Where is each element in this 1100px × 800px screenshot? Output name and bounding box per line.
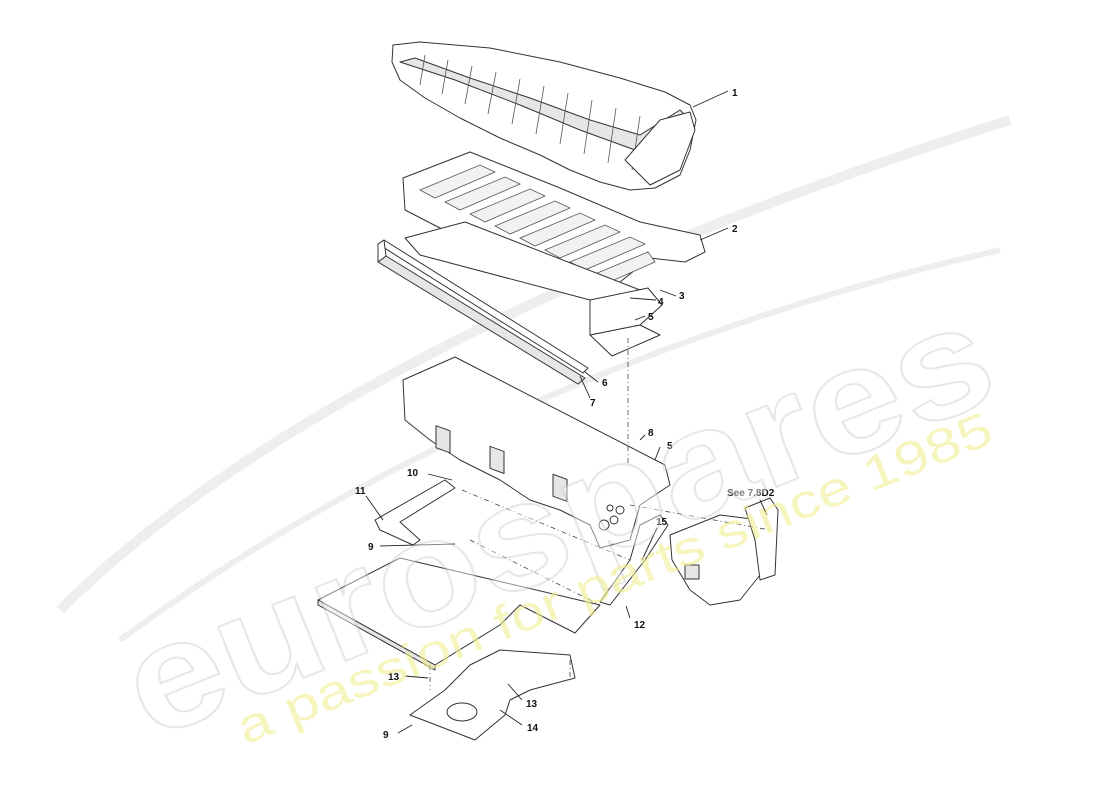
callout-4: 4 — [658, 297, 664, 308]
part-floor-panel — [317, 557, 601, 671]
callout-11: 11 — [355, 486, 366, 497]
callout-15: 15 — [656, 517, 668, 528]
callout-9-lower: 9 — [383, 730, 389, 741]
callout-14: 14 — [527, 723, 539, 734]
see-reference-label: See 7.8D2 — [727, 488, 775, 499]
part-14-lower-plate — [409, 649, 576, 741]
part-8-bulkhead-frame — [402, 356, 671, 549]
leader-lines — [365, 90, 768, 734]
alignment-lines — [429, 338, 771, 690]
callouts: 1 2 3 4 5 6 7 8 5 10 11 9 15 12 13 13 14… — [355, 88, 775, 741]
callout-1: 1 — [732, 88, 738, 99]
part-5-lower-panel — [589, 287, 663, 357]
part-2-ribbed-mat — [402, 151, 706, 299]
watermark-brand: eurospares — [99, 269, 1015, 769]
callout-5-lower: 5 — [667, 441, 673, 452]
callout-2: 2 — [732, 224, 738, 235]
callout-6: 6 — [602, 378, 608, 389]
watermark: eurospares a passion for parts since 198… — [98, 268, 1016, 770]
callout-8: 8 — [648, 428, 654, 439]
callout-7: 7 — [590, 398, 596, 409]
callout-5: 5 — [648, 312, 654, 323]
part-1-upper-trim-panel — [391, 41, 697, 191]
part-15-side-bracket — [599, 497, 779, 606]
callout-13-right: 13 — [526, 699, 538, 710]
callout-12: 12 — [634, 620, 646, 631]
callout-9: 9 — [368, 542, 374, 553]
callout-3: 3 — [679, 291, 685, 302]
part-11-bracket — [374, 479, 456, 546]
part-6-rail — [377, 239, 589, 385]
callout-10: 10 — [407, 468, 419, 479]
callout-13: 13 — [388, 672, 400, 683]
